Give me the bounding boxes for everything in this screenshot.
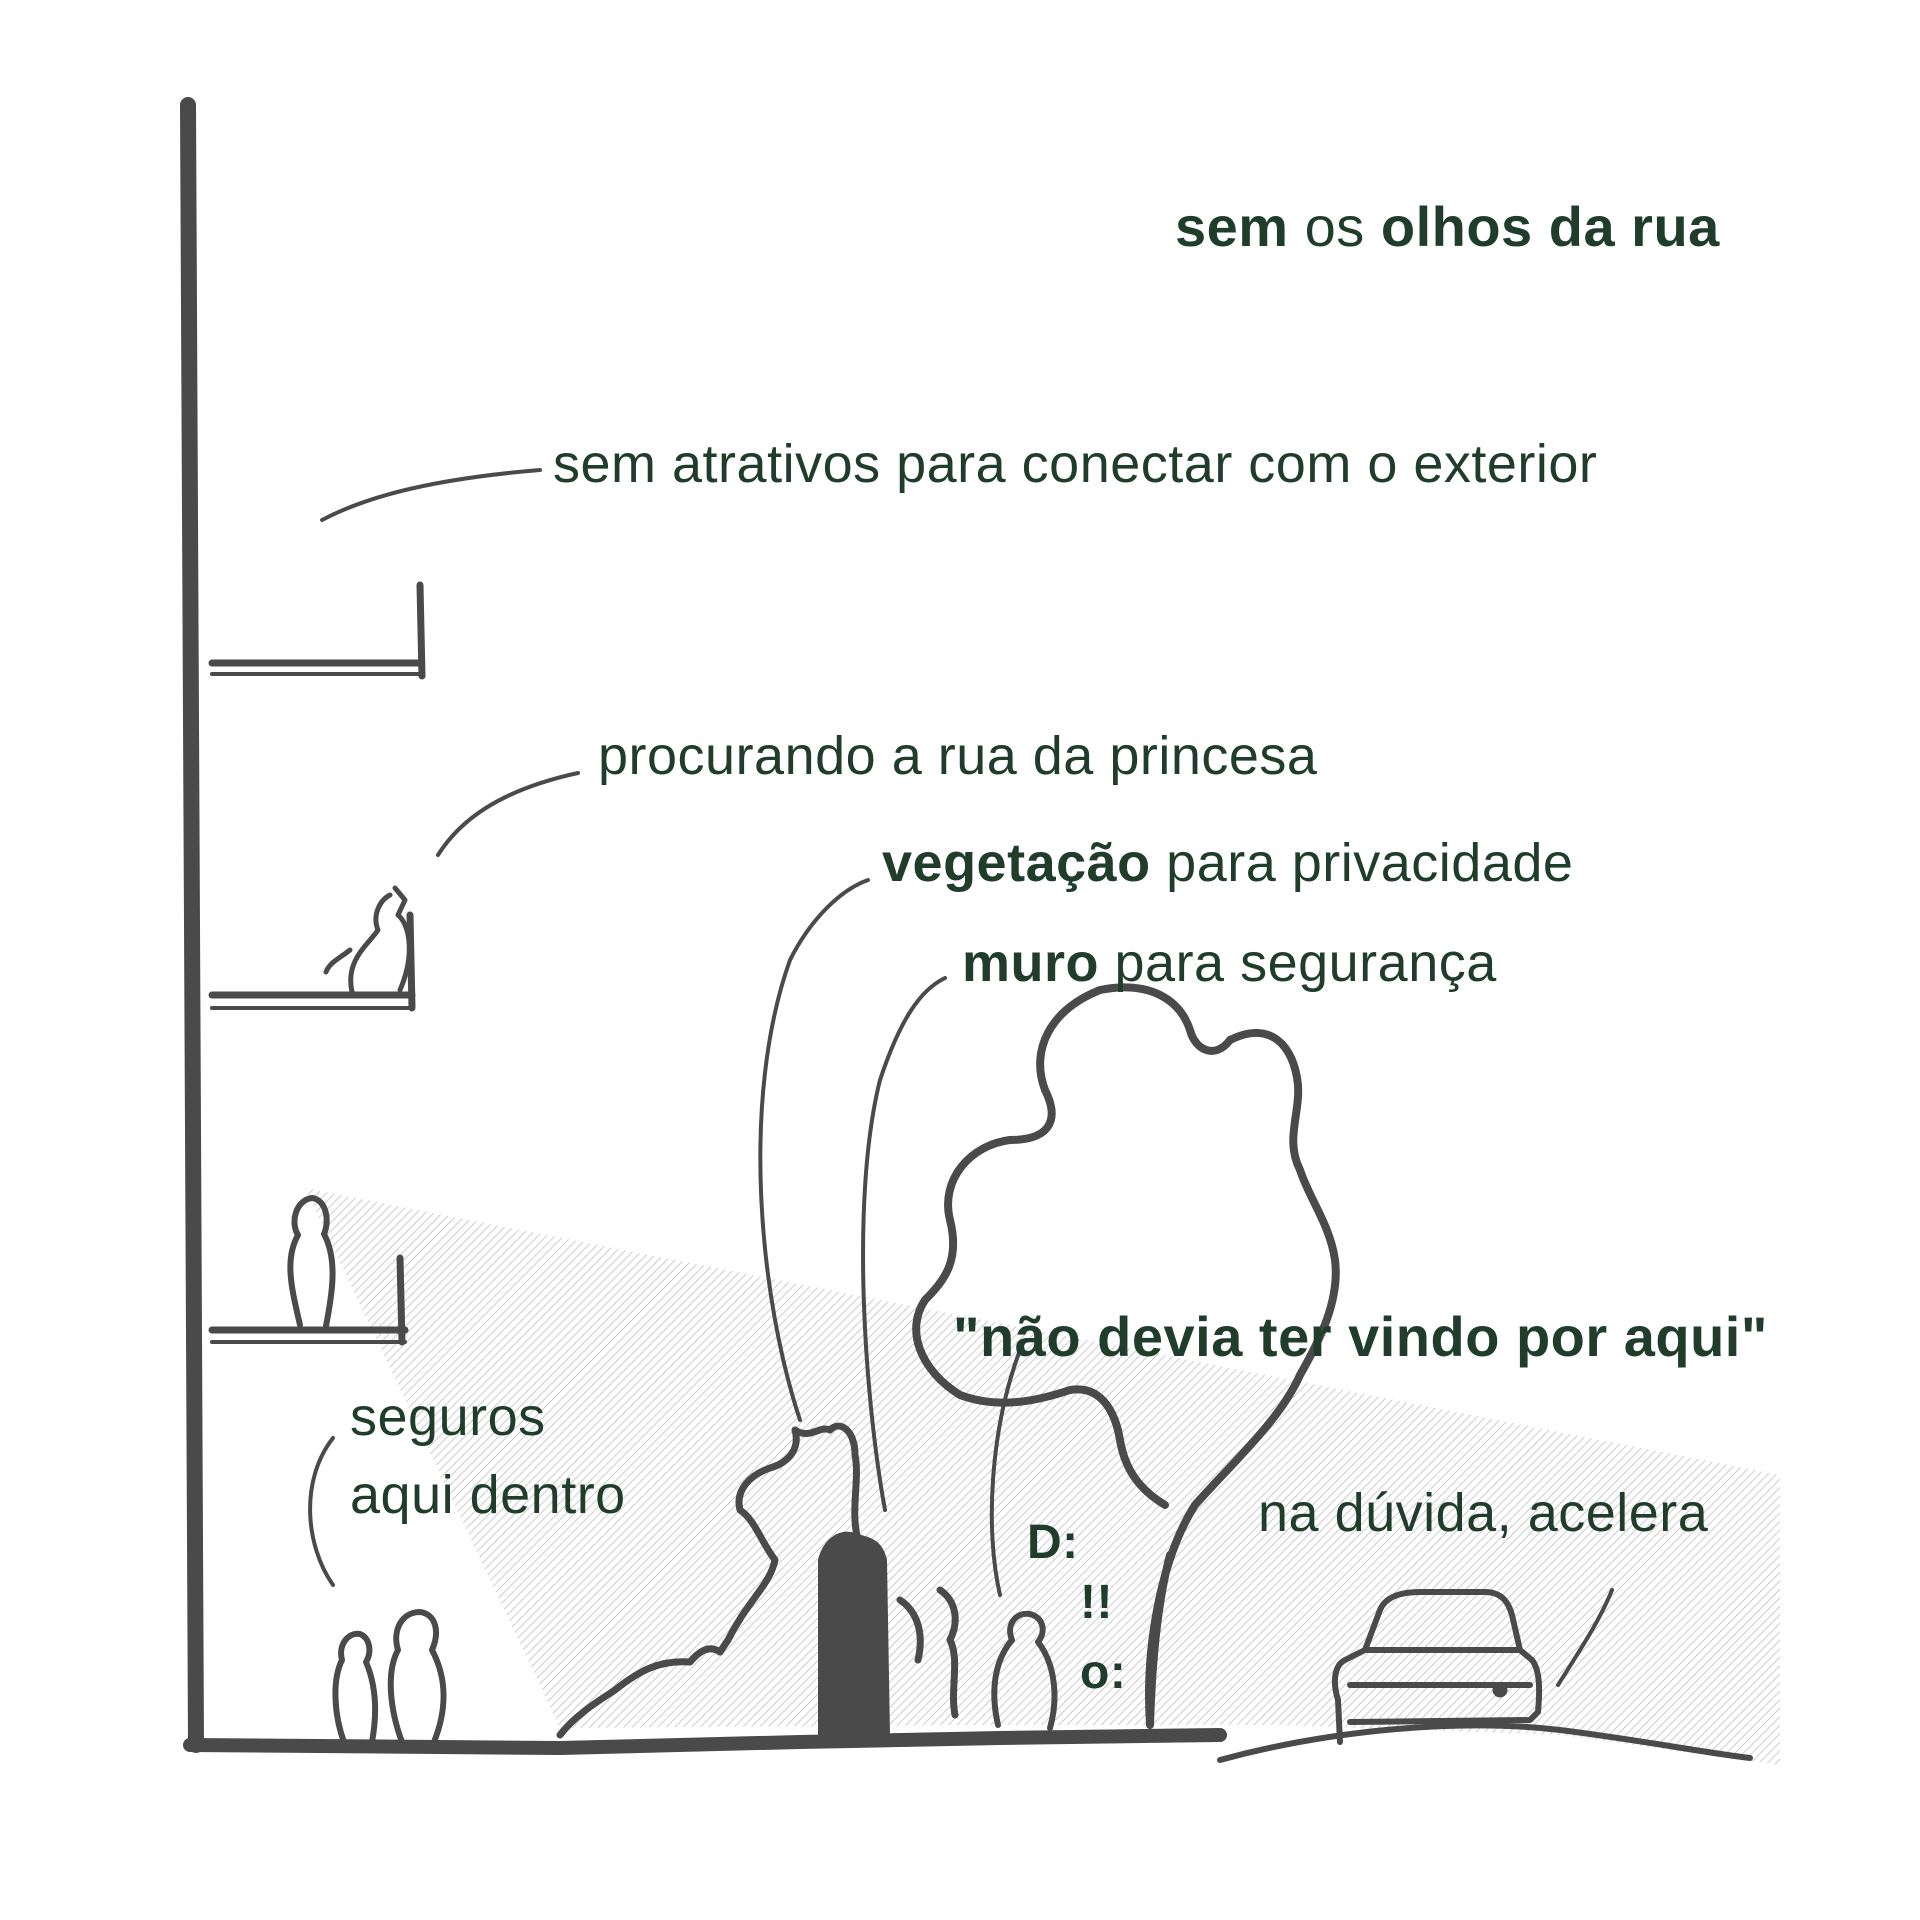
reaction-surprise: o: bbox=[1080, 1646, 1127, 1699]
leader-duvida bbox=[1556, 1588, 1614, 1687]
label-seguros: seguros aqui dentro bbox=[350, 1378, 626, 1534]
label-atrativos: sem atrativos para conectar com o exteri… bbox=[553, 434, 1598, 494]
label-seguros-line1: seguros bbox=[350, 1387, 546, 1447]
balcony-low bbox=[208, 1254, 409, 1346]
leader-vegetacao bbox=[758, 878, 870, 1422]
title-bold-olhos: olhos da rua bbox=[1380, 195, 1720, 258]
leader-seguros bbox=[308, 1436, 335, 1587]
title-mid: os bbox=[1288, 195, 1381, 258]
building-wall bbox=[180, 97, 204, 1753]
person-inside-tall bbox=[387, 1609, 447, 1745]
title-bold-sem: sem bbox=[1175, 195, 1289, 258]
label-muro-bold: muro bbox=[962, 933, 1099, 993]
balcony-top bbox=[208, 581, 426, 680]
leader-princesa bbox=[436, 771, 580, 857]
bush-vegetation bbox=[556, 1422, 959, 1739]
muro-wall bbox=[818, 1531, 890, 1737]
label-princesa: procurando a rua da princesa bbox=[598, 726, 1318, 786]
reaction-exclaim: !! bbox=[1080, 1576, 1113, 1629]
diagram-title: sem os olhos da rua bbox=[1175, 195, 1720, 259]
leader-naodevia bbox=[989, 1348, 1022, 1597]
label-seguros-line2: aqui dentro bbox=[350, 1465, 626, 1525]
label-nao-devia: "não devia ter vindo por aqui" bbox=[953, 1305, 1768, 1368]
label-muro: muro para segurança bbox=[962, 932, 1497, 994]
label-vegetacao-bold: vegetação bbox=[882, 833, 1151, 893]
label-vegetacao: vegetação para privacidade bbox=[882, 832, 1573, 894]
label-duvida: na dúvida, acelera bbox=[1258, 1483, 1709, 1543]
road-line bbox=[1217, 1722, 1753, 1763]
person-inside-small bbox=[332, 1630, 379, 1745]
person-balcony bbox=[287, 1195, 336, 1329]
label-muro-rest: para segurança bbox=[1099, 933, 1497, 993]
reaction-shock: D: bbox=[1027, 1516, 1079, 1569]
tree bbox=[912, 983, 1340, 1729]
balcony-middle bbox=[208, 911, 416, 1012]
dog-figure bbox=[323, 885, 412, 995]
leader-muro bbox=[861, 976, 947, 1512]
sight-shading bbox=[305, 1188, 1780, 1765]
ground-line bbox=[183, 1728, 1227, 1755]
leader-atrativos bbox=[320, 468, 542, 522]
label-vegetacao-rest: para privacidade bbox=[1150, 833, 1574, 893]
person-outside bbox=[991, 1610, 1058, 1731]
